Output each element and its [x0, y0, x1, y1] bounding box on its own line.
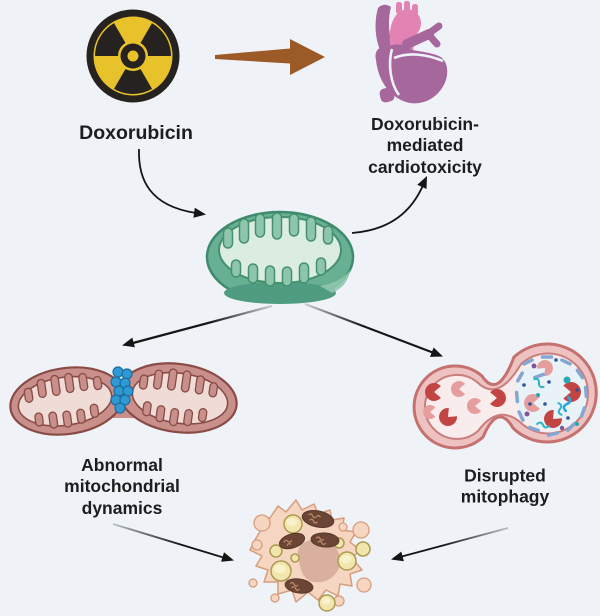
fission-ring-beads — [110, 366, 134, 414]
membrane-debris-dashes — [514, 355, 589, 437]
cell-vesicles — [269, 514, 371, 612]
heart-icon — [375, 1, 448, 104]
radiation-hazard-icon — [86, 9, 180, 103]
cell-blebs — [248, 514, 372, 607]
autolysosome-icon — [412, 342, 598, 450]
mitochondrion-icon — [205, 210, 355, 304]
cause-arrow — [215, 39, 325, 75]
arrow-to-fission — [122, 304, 273, 348]
arrow-to-mitophagy — [304, 302, 443, 357]
damaged-cell-icon — [248, 499, 372, 612]
lysosomal-enzymes — [423, 381, 506, 426]
cardiotoxicity-label: Doxorubicin-mediated cardiotoxicity — [368, 113, 482, 177]
disrupted-mitophagy-label: Disrupted mitophagy — [460, 465, 550, 507]
debris-dots — [522, 358, 579, 431]
doxorubicin-label: Doxorubicin — [79, 122, 193, 145]
cell-nucleus — [297, 539, 341, 583]
doxorubicin-to-mitochondrion-arrow — [138, 148, 206, 218]
mitochondrial-fission-icon — [9, 362, 238, 436]
mitochondrion-to-heart-arrow — [351, 176, 427, 234]
mitochondrial-dynamics-label: Abnormal mitochondrial dynamics — [64, 454, 180, 518]
degraded-mitochondria — [278, 509, 340, 594]
mitophagy-to-cell-arrow — [391, 527, 509, 562]
debris-squiggles — [533, 377, 572, 429]
dynamics-to-cell-arrow — [112, 523, 234, 562]
